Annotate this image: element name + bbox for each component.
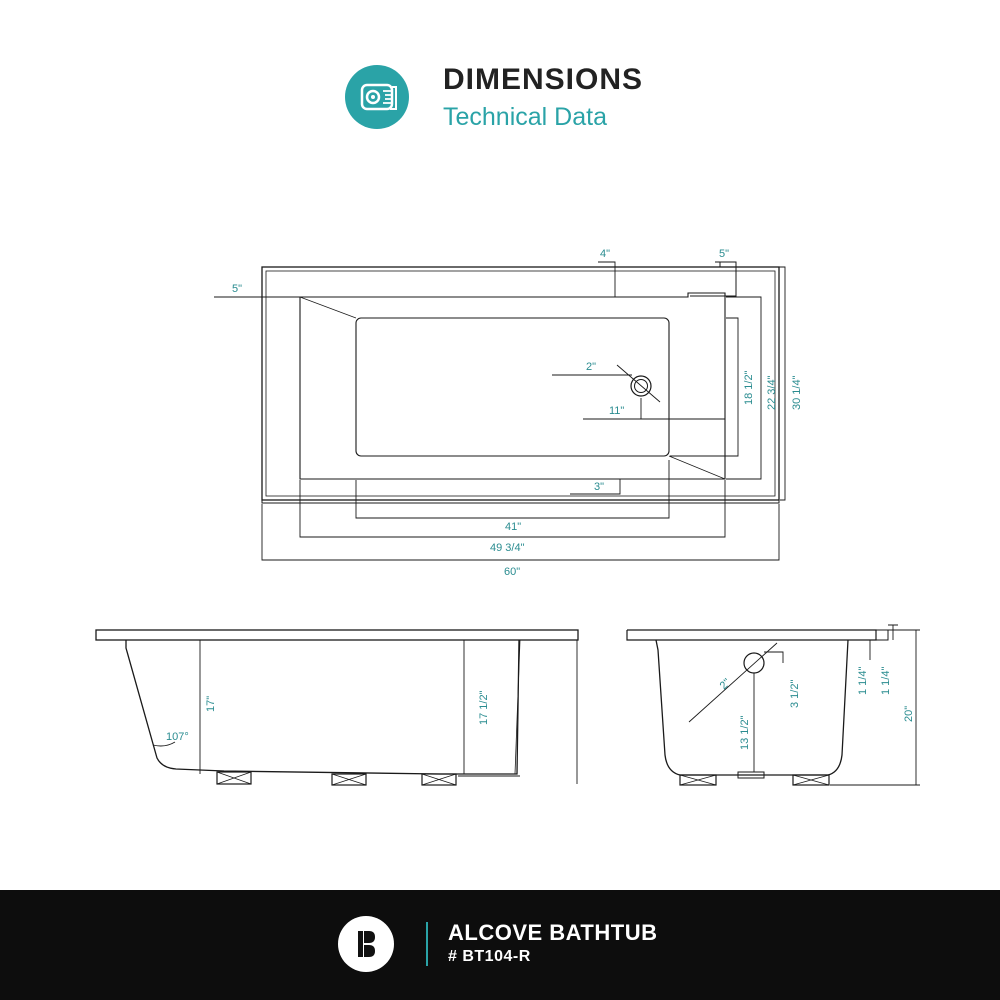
top-drain (630, 375, 652, 397)
dim-floor-length: 41" (505, 521, 521, 533)
dim-offset-left: 5" (232, 283, 242, 295)
dim-drain-from-wall: 11" (609, 405, 624, 417)
end-view-outline (626, 629, 889, 779)
side-view-outline (95, 629, 579, 775)
dim-overall-height: 20" (903, 706, 915, 722)
dim-end-drain-diameter: 2" (718, 676, 734, 692)
dim-drain-diameter: 2" (586, 361, 596, 373)
dim-interior-length: 49 3/4" (490, 542, 525, 554)
brand-logo-icon (338, 916, 394, 972)
dim-front-rim: 3" (594, 481, 604, 493)
product-sku: # BT104-R (448, 948, 531, 965)
page-title: DIMENSIONS (443, 63, 644, 96)
technical-drawing: 5" 4" 5" 2" 11" 3" 41" 49 3/4" 60" 18 1/… (95, 248, 920, 786)
dim-overall-width: 30 1/4" (791, 375, 803, 410)
dim-overall-length: 60" (504, 566, 520, 578)
dim-rim-right: 5" (719, 248, 729, 260)
tape-measure-icon (345, 65, 409, 129)
product-name: ALCOVE BATHTUB (448, 920, 658, 945)
top-view-outline (261, 266, 780, 504)
dim-overflow-height: 3 1/2" (789, 680, 801, 708)
footer-bar: ALCOVE BATHTUB # BT104-R (0, 890, 1000, 1000)
dim-angle: 107° (166, 731, 189, 743)
side-view-feet (216, 771, 457, 786)
dim-floor-width: 18 1/2" (743, 370, 755, 405)
dim-flange-height-1: 1 1/4" (857, 667, 869, 695)
page-subtitle: Technical Data (443, 103, 607, 131)
dim-depth: 17" (205, 696, 217, 712)
dim-flange-height-2: 1 1/4" (880, 667, 892, 695)
dim-drain-to-overflow: 13 1/2" (739, 715, 751, 750)
dim-drain-side-depth: 17 1/2" (478, 690, 490, 725)
dim-interior-width: 22 3/4" (766, 375, 778, 410)
dim-rim-back: 4" (600, 248, 610, 260)
end-view-feet (679, 774, 830, 786)
footer-divider (426, 922, 428, 966)
